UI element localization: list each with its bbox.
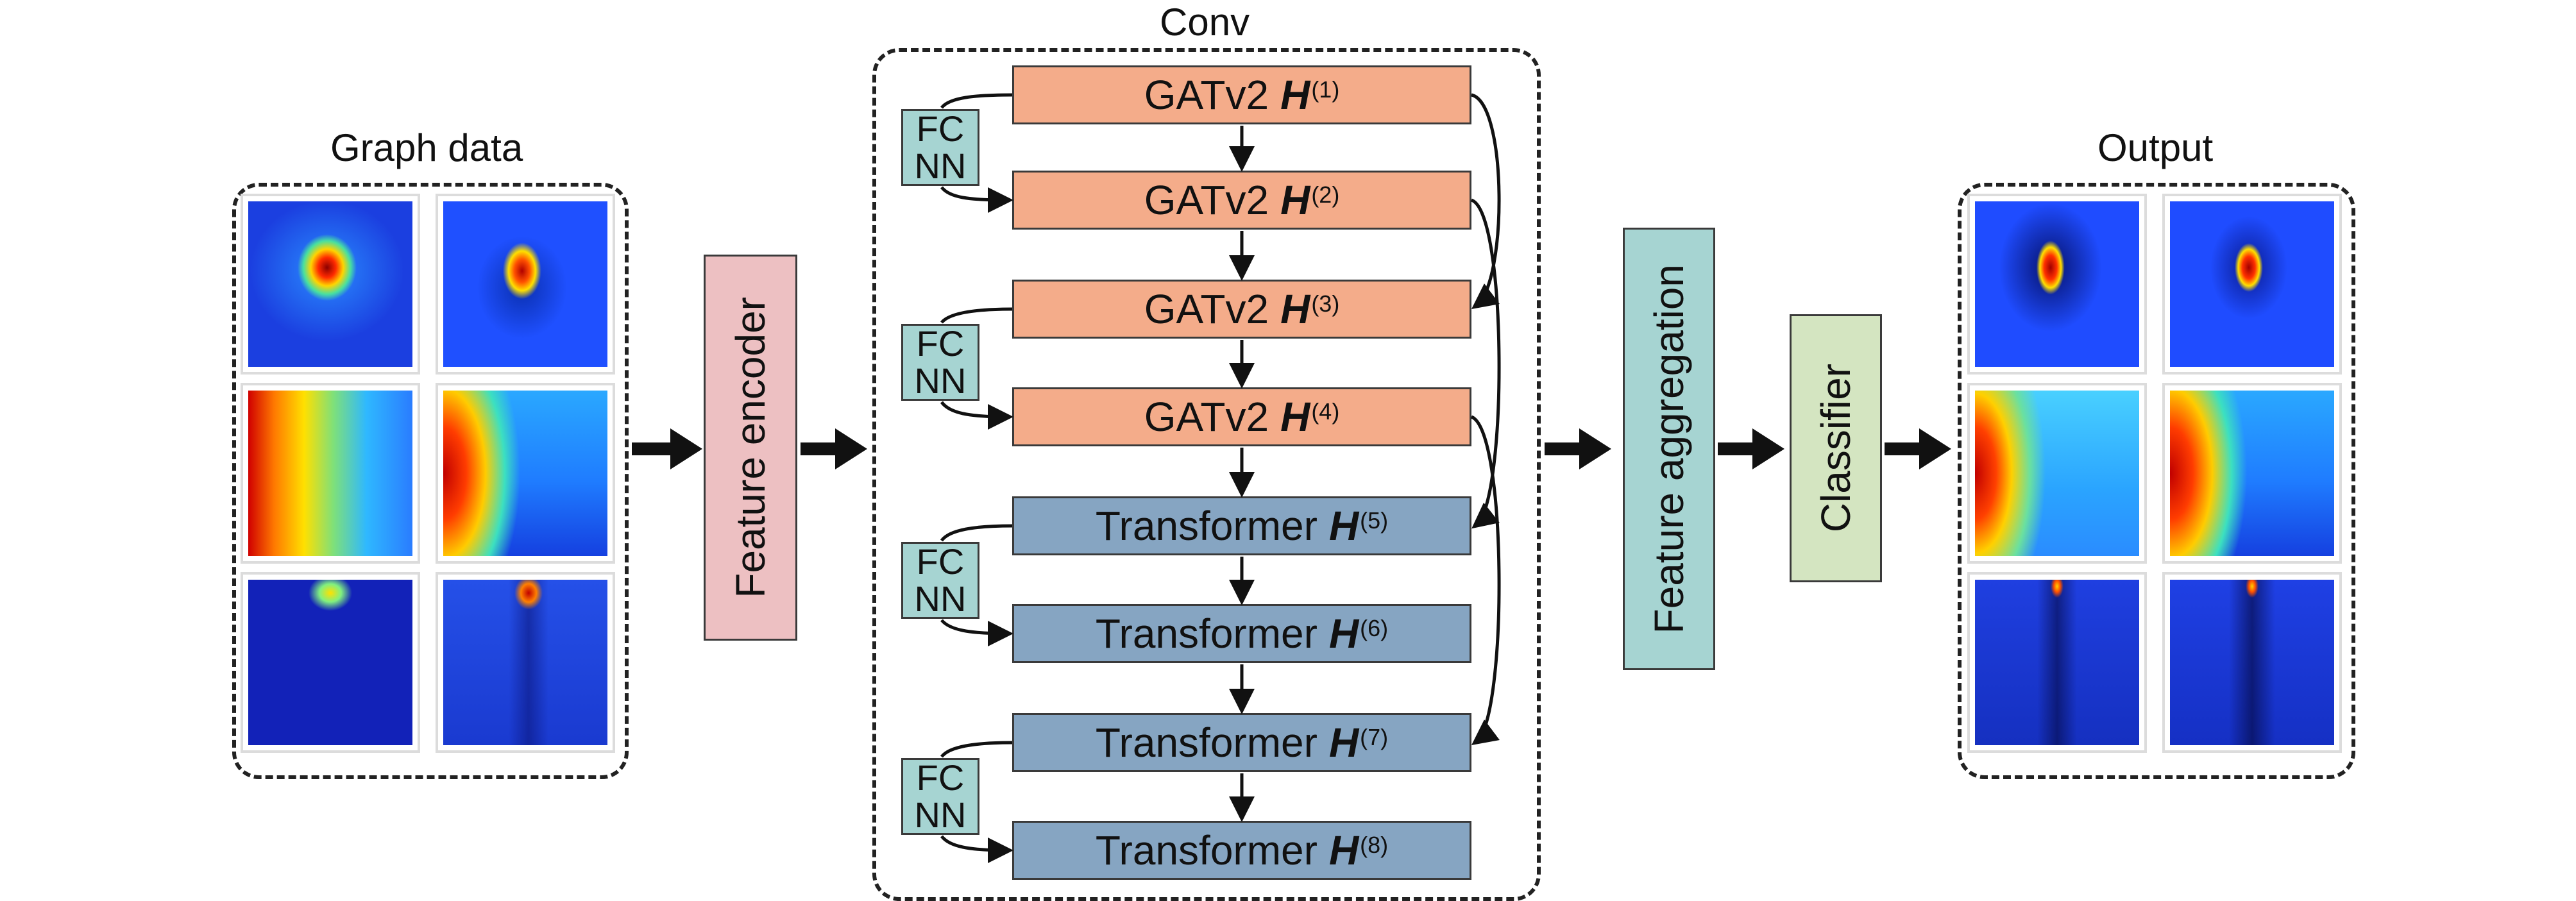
fcnn-line-1: FC [916, 323, 965, 364]
output-target-tile [2162, 572, 2342, 753]
fcnn-loop-out [940, 835, 1013, 863]
layer-type-label: GATv2 [1144, 394, 1269, 440]
hidden-symbol: H [1280, 394, 1310, 440]
layer-index: (7) [1360, 724, 1389, 750]
skip-connection [1471, 93, 1501, 310]
graph-data-title: Graph data [330, 126, 523, 169]
hidden-symbol: H [1280, 72, 1310, 118]
hidden-symbol: H [1328, 720, 1359, 766]
graph-field-tile [436, 194, 615, 375]
layer-type-label: Transformer [1095, 827, 1318, 873]
output-target-tile [2162, 194, 2342, 375]
output-target-tile [2162, 383, 2342, 564]
layer-index: (4) [1311, 398, 1340, 425]
fcnn-line-1: FC [916, 757, 965, 798]
fcnn-line-2: NN [914, 146, 967, 186]
graph-data-panel [232, 183, 629, 779]
layer-index: (1) [1311, 76, 1340, 103]
fcnn-loop-in [940, 307, 1013, 324]
layer-type-label: Transformer [1095, 610, 1318, 657]
layer-index: (5) [1360, 507, 1389, 534]
fcnn-loop-in [940, 93, 1013, 109]
conv-title: Conv [1160, 1, 1250, 44]
graph-input-tile [241, 383, 420, 564]
output-prediction-tile [1967, 572, 2147, 753]
skip-connections [1470, 93, 1501, 746]
hidden-symbol: H [1280, 177, 1310, 223]
layer-type-label: Transformer [1095, 720, 1318, 766]
fcnn-loops [940, 93, 1013, 863]
output-prediction-tile [1967, 383, 2147, 564]
output-prediction-tile [1967, 194, 2147, 375]
hidden-symbol: H [1328, 503, 1359, 549]
classifier-box: Classifier [1790, 314, 1882, 582]
conv-panel [872, 48, 1541, 901]
fcnn-loop-out [940, 619, 1013, 646]
fcnn-loop-in [940, 524, 1013, 542]
output-title: Output [2097, 126, 2214, 169]
fcnn-line-2: NN [914, 578, 967, 619]
fcnn-loop-in [940, 741, 1013, 758]
arrow-encoder-to-conv [801, 428, 867, 469]
feature-encoder-box: Feature encoder [704, 255, 797, 641]
arrow-aggregation-to-classifier [1718, 428, 1784, 469]
layer-type-label: GATv2 [1144, 72, 1269, 118]
arrow-conv-to-aggregation [1545, 428, 1611, 469]
fcnn-loop-out [940, 401, 1013, 430]
fcnn-line-1: FC [916, 108, 965, 149]
layer-type-label: Transformer [1095, 503, 1318, 549]
skip-connection [1470, 198, 1501, 529]
layer-type-label: GATv2 [1144, 286, 1269, 332]
layer-index: (3) [1311, 291, 1340, 317]
layer-index: (2) [1311, 181, 1340, 208]
fcnn-line-1: FC [916, 541, 965, 582]
layer-type-label: GATv2 [1144, 177, 1269, 223]
fcnn-line-2: NN [914, 360, 967, 401]
hidden-symbol: H [1328, 827, 1359, 873]
layer-index: (6) [1360, 615, 1389, 641]
skip-connection [1470, 415, 1501, 746]
graph-field-tile [436, 383, 615, 564]
hidden-symbol: H [1280, 286, 1310, 332]
arrow-graph-to-encoder [632, 428, 702, 469]
feature-aggregation-box: Feature aggregation [1623, 228, 1715, 670]
arrow-classifier-to-output [1885, 428, 1951, 469]
fcnn-line-2: NN [914, 795, 967, 835]
graph-input-tile [241, 194, 420, 375]
graph-input-tile [241, 572, 420, 753]
layer-index: (8) [1360, 832, 1389, 858]
hidden-symbol: H [1328, 610, 1359, 657]
output-panel [1958, 183, 2355, 779]
flow-arrows [632, 428, 1951, 469]
fcnn-loop-out [940, 186, 1013, 213]
graph-field-tile [436, 572, 615, 753]
